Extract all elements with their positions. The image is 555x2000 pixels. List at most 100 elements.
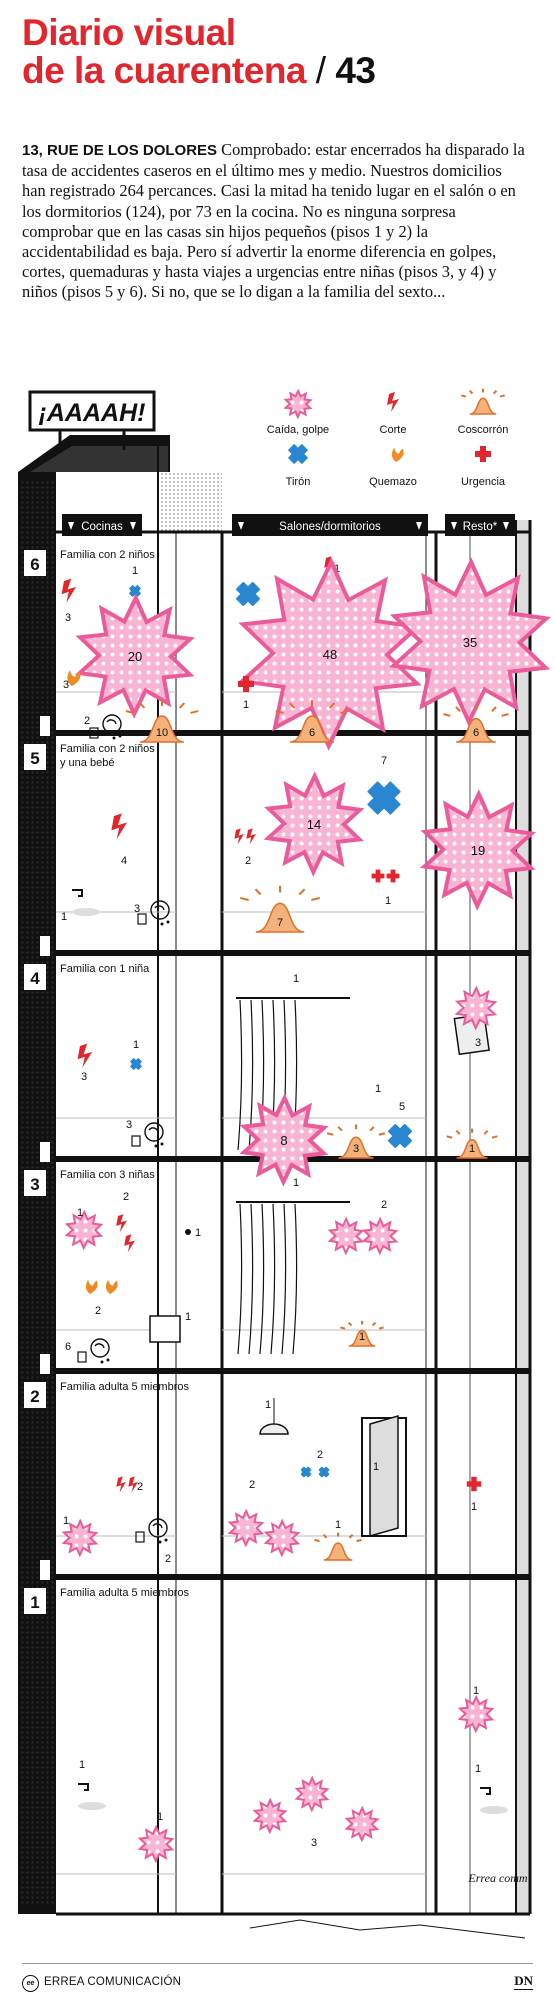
count-label: 2	[137, 1481, 143, 1493]
star-burst-icon	[227, 1508, 265, 1548]
floor-number-badge: 4	[24, 964, 46, 990]
shard	[112, 736, 116, 740]
medical-cross-icon	[371, 873, 385, 879]
floor-number-bg	[24, 1170, 46, 1196]
bump-ray	[468, 389, 474, 395]
glass-icon	[77, 1351, 87, 1363]
count-label: 3	[475, 1037, 481, 1049]
count-label: 4	[121, 855, 127, 867]
bump-ray	[326, 1132, 334, 1136]
puddle-icon	[480, 1806, 508, 1814]
column-header-0: Cocinas	[62, 514, 142, 536]
star-burst-icon	[389, 557, 551, 727]
star-burst-icon	[137, 1824, 175, 1864]
bump-ray	[371, 1321, 377, 1327]
count-label: 1	[133, 1039, 139, 1051]
curtain-fold	[270, 1203, 276, 1355]
star-burst-icon	[361, 1216, 399, 1256]
family-label: Familia con 3 niñas	[60, 1169, 155, 1181]
count-label: 3	[81, 1071, 87, 1083]
bump-icon	[443, 704, 509, 743]
star-burst-icon	[239, 1093, 329, 1187]
lightning-icon	[387, 392, 399, 412]
medical-cross-icon	[475, 451, 491, 457]
floor-slab	[56, 730, 530, 736]
count-label: 1	[61, 911, 67, 923]
x-cross-icon	[367, 781, 401, 815]
plate-outline	[148, 1518, 168, 1538]
count-label: 3	[311, 1837, 317, 1849]
star-burst-icon	[419, 789, 537, 911]
count-label: 2	[165, 1553, 171, 1565]
bump-icon	[314, 1532, 362, 1561]
family-label: Familia con 1 niña	[60, 963, 150, 975]
bump-ray	[455, 706, 461, 713]
bump-ray	[455, 1130, 461, 1135]
floor-marker	[40, 1560, 50, 1580]
floor-number-badge: 6	[24, 550, 46, 576]
legend-item-quemazo: Quemazo	[369, 447, 417, 488]
medical-cross-icon	[466, 1481, 482, 1487]
floor-number: 1	[30, 1593, 39, 1612]
star-burst-icon	[327, 1216, 365, 1256]
bump-shape	[323, 1542, 353, 1561]
bump-ray	[378, 1326, 384, 1330]
bump-icon	[275, 700, 349, 743]
down-arrow-icon	[130, 522, 136, 530]
bump-shape	[139, 715, 185, 743]
x-cross-icon	[300, 1466, 312, 1478]
bump-ray	[491, 1135, 498, 1139]
x-cross-bar	[130, 1058, 142, 1070]
shard	[106, 1358, 110, 1362]
lightning-icon	[128, 1476, 138, 1493]
medical-cross-icon	[238, 681, 254, 687]
floor-number-bg	[24, 964, 46, 990]
bump-ray	[125, 710, 134, 714]
intro-body: Comprobado: estar encerrados ha disparad…	[22, 140, 525, 302]
artist-signature: Errea comm	[467, 1871, 528, 1885]
plate-swirl	[152, 1523, 163, 1529]
bump-ray	[340, 1326, 346, 1330]
bump-icon	[340, 1320, 384, 1347]
lightning-icon	[116, 1214, 127, 1233]
curtain-icon	[236, 1201, 350, 1355]
bump-ray	[288, 702, 296, 709]
floor-slab	[56, 1574, 530, 1580]
footer: ee ERREA COMUNICACIÓN DN	[22, 1973, 533, 1995]
count-label: 1	[375, 1083, 381, 1095]
x-cross-bar	[235, 581, 261, 607]
shard	[154, 1144, 158, 1148]
count-label: 1	[185, 1311, 191, 1323]
lightning-icon	[116, 1476, 126, 1493]
bump-shape	[469, 397, 497, 415]
x-cross-bar	[387, 1123, 413, 1149]
count-label: 6	[309, 727, 315, 739]
bump-ray	[328, 702, 336, 709]
plate-swirl	[148, 1127, 159, 1133]
column-header-bg	[232, 514, 428, 536]
bump-ray	[254, 888, 262, 896]
family-label: Familia adulta 5 miembros	[60, 1381, 189, 1393]
floor-number-badge: 5	[24, 744, 46, 770]
count-label: 5	[399, 1101, 405, 1113]
down-arrow-icon	[416, 522, 422, 530]
floor-number: 2	[30, 1387, 39, 1406]
star-burst-icon	[263, 1518, 301, 1558]
legend-label-tiron: Tirón	[286, 476, 311, 488]
lightning-icon	[111, 813, 127, 840]
plate-swirl	[94, 1343, 105, 1349]
bump-ray	[369, 1126, 375, 1132]
count-label: 1	[469, 1143, 475, 1155]
count-label: 1	[334, 563, 340, 575]
bump-ray	[446, 1135, 453, 1139]
sign-text: ¡AAAAH!	[39, 399, 146, 427]
legend-item-corte: Corte	[380, 392, 406, 436]
title-line-2: de la cuarentena	[22, 50, 307, 91]
glass-icon	[135, 1531, 145, 1543]
floor-number-bg	[24, 744, 46, 770]
count-label: 10	[156, 727, 168, 739]
